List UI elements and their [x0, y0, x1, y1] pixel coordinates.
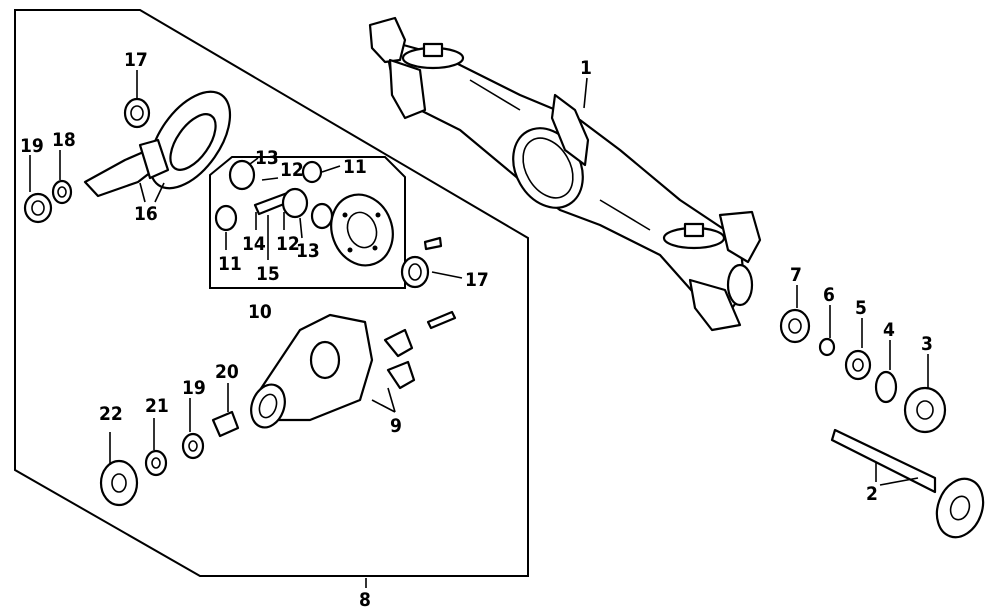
companion-flange — [99, 459, 139, 507]
callout-1: 1 — [580, 57, 592, 79]
callout-18: 18 — [52, 129, 76, 151]
pinion-bearing-upper — [123, 97, 151, 129]
bearing-caps — [383, 328, 416, 390]
callout-8: 8 — [359, 589, 371, 611]
pinion-bearing-lower — [23, 192, 53, 224]
pinion-spacer — [51, 179, 73, 205]
callout-3: 3 — [921, 333, 933, 355]
callout-12-bottom: 12 — [276, 233, 300, 255]
differential-case-box — [209, 156, 406, 289]
bearing-lower — [181, 432, 205, 460]
oil-seal — [144, 449, 168, 477]
callout-19-bottom: 19 — [182, 377, 206, 399]
callout-14: 14 — [242, 233, 266, 255]
callout-5: 5 — [855, 297, 867, 319]
callout-13-bottom: 13 — [296, 240, 320, 262]
axle-housing — [368, 16, 762, 332]
callout-labels: 1 2 3 4 5 6 7 8 9 10 11 11 12 12 13 13 1… — [20, 49, 933, 611]
callout-11-left: 11 — [218, 253, 242, 275]
callout-9: 9 — [390, 415, 402, 437]
callout-12-top: 12 — [280, 159, 304, 181]
ring-and-pinion-gear — [83, 90, 232, 198]
axle-shaft — [830, 428, 985, 539]
callout-11-right: 11 — [343, 156, 367, 178]
collapsible-spacer — [211, 410, 240, 438]
bolt-lower — [426, 310, 457, 330]
callout-20: 20 — [215, 361, 239, 383]
axle-bearing-parts — [779, 308, 947, 434]
bolt-upper — [423, 236, 443, 251]
callout-15: 15 — [256, 263, 280, 285]
differential-assembly-outline — [14, 9, 529, 577]
differential-internals — [214, 159, 394, 267]
callout-7: 7 — [790, 264, 802, 286]
callout-21: 21 — [145, 395, 169, 417]
callout-17-right: 17 — [465, 269, 489, 291]
callout-2: 2 — [866, 483, 878, 505]
callout-19-top: 19 — [20, 135, 44, 157]
callout-17-top: 17 — [124, 49, 148, 71]
callout-6: 6 — [823, 284, 835, 306]
callout-4: 4 — [883, 319, 895, 341]
leader-lines — [29, 70, 929, 588]
side-bearing-right — [400, 255, 430, 289]
callout-22: 22 — [99, 403, 123, 425]
callout-10: 10 — [248, 301, 272, 323]
callout-13-top: 13 — [255, 147, 279, 169]
callout-16: 16 — [134, 203, 158, 225]
carrier-housing — [250, 313, 374, 429]
